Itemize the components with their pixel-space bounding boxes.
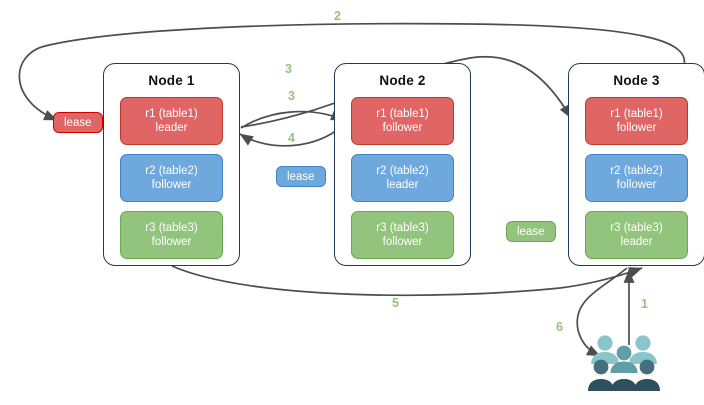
node-3-box[interactable]: Node 3 r1 (table1) follower r2 (table2) …	[568, 63, 704, 266]
step-label-5: 5	[392, 296, 399, 310]
arrow-step-2	[18, 22, 686, 121]
step-label-2: 2	[334, 9, 341, 23]
node-3-replica-r1-role: follower	[616, 122, 657, 134]
people-front-row-bodies	[588, 379, 660, 391]
node-3-replica-r1[interactable]: r1 (table1) follower	[585, 97, 688, 145]
node-1-replica-r3-name: r3 (table3)	[145, 222, 198, 234]
node-1-replica-r2-role: follower	[151, 179, 192, 191]
node-3-replica-r3-role: leader	[620, 236, 653, 248]
arrow-step-3-to-node2	[240, 110, 345, 129]
node-2-replica-r3-role: follower	[382, 236, 423, 248]
client-group[interactable]	[588, 334, 662, 394]
node-1-replica-r1-name: r1 (table1)	[145, 108, 198, 120]
arrow-step-6	[576, 267, 628, 357]
node-2-replica-r2[interactable]: r2 (table2) leader	[351, 154, 454, 202]
node-1-replica-r3[interactable]: r3 (table3) follower	[120, 211, 223, 259]
node-1-replica-r1-role: leader	[155, 122, 188, 134]
node-3-replica-r2[interactable]: r2 (table2) follower	[585, 154, 688, 202]
lease-badge-table3-label: lease	[517, 225, 545, 238]
node-3-replica-r2-role: follower	[616, 179, 657, 191]
people-group-icon	[588, 335, 660, 391]
node-3-replica-r3[interactable]: r3 (table3) leader	[585, 211, 688, 259]
node-3-replica-r3-name: r3 (table3)	[610, 222, 663, 234]
node-1-replica-r2[interactable]: r2 (table2) follower	[120, 154, 223, 202]
node-2-replica-r3-name: r3 (table3)	[376, 222, 429, 234]
node-1-title: Node 1	[148, 73, 195, 88]
node-2-replica-r1-role: follower	[382, 122, 423, 134]
lease-badge-table1-label: lease	[64, 116, 92, 129]
lease-badge-table2-label: lease	[287, 170, 315, 183]
arrow-step-3-to-node3	[240, 55, 572, 128]
node-1-replica-r3-role: follower	[151, 236, 192, 248]
lease-badge-table3[interactable]: lease	[506, 221, 556, 242]
node-3-replica-r2-name: r2 (table2)	[610, 165, 663, 177]
node-3-title: Node 3	[613, 73, 660, 88]
step-label-1: 1	[641, 297, 648, 311]
step-label-3-lower: 3	[288, 89, 295, 103]
node-1-replica-r2-name: r2 (table2)	[145, 165, 198, 177]
node-2-replica-r2-name: r2 (table2)	[376, 165, 429, 177]
people-front-row	[593, 359, 655, 375]
node-2-box[interactable]: Node 2 r1 (table1) follower r2 (table2) …	[334, 63, 471, 266]
node-2-replica-r3[interactable]: r3 (table3) follower	[351, 211, 454, 259]
step-label-6: 6	[556, 320, 563, 334]
node-2-replica-r1[interactable]: r1 (table1) follower	[351, 97, 454, 145]
people-middle-figure	[610, 345, 638, 373]
lease-badge-table2[interactable]: lease	[276, 166, 326, 187]
lease-badge-table1[interactable]: lease	[53, 112, 103, 133]
step-label-4: 4	[288, 131, 295, 145]
node-3-replica-r1-name: r1 (table1)	[610, 108, 663, 120]
node-1-box[interactable]: Node 1 r1 (table1) leader r2 (table2) fo…	[103, 63, 240, 266]
node-2-replica-r2-role: leader	[386, 179, 419, 191]
node-1-replica-r1[interactable]: r1 (table1) leader	[120, 97, 223, 145]
step-label-3-upper: 3	[285, 62, 292, 76]
node-2-replica-r1-name: r1 (table1)	[376, 108, 429, 120]
arrow-step-5	[171, 265, 643, 297]
node-2-title: Node 2	[379, 73, 426, 88]
